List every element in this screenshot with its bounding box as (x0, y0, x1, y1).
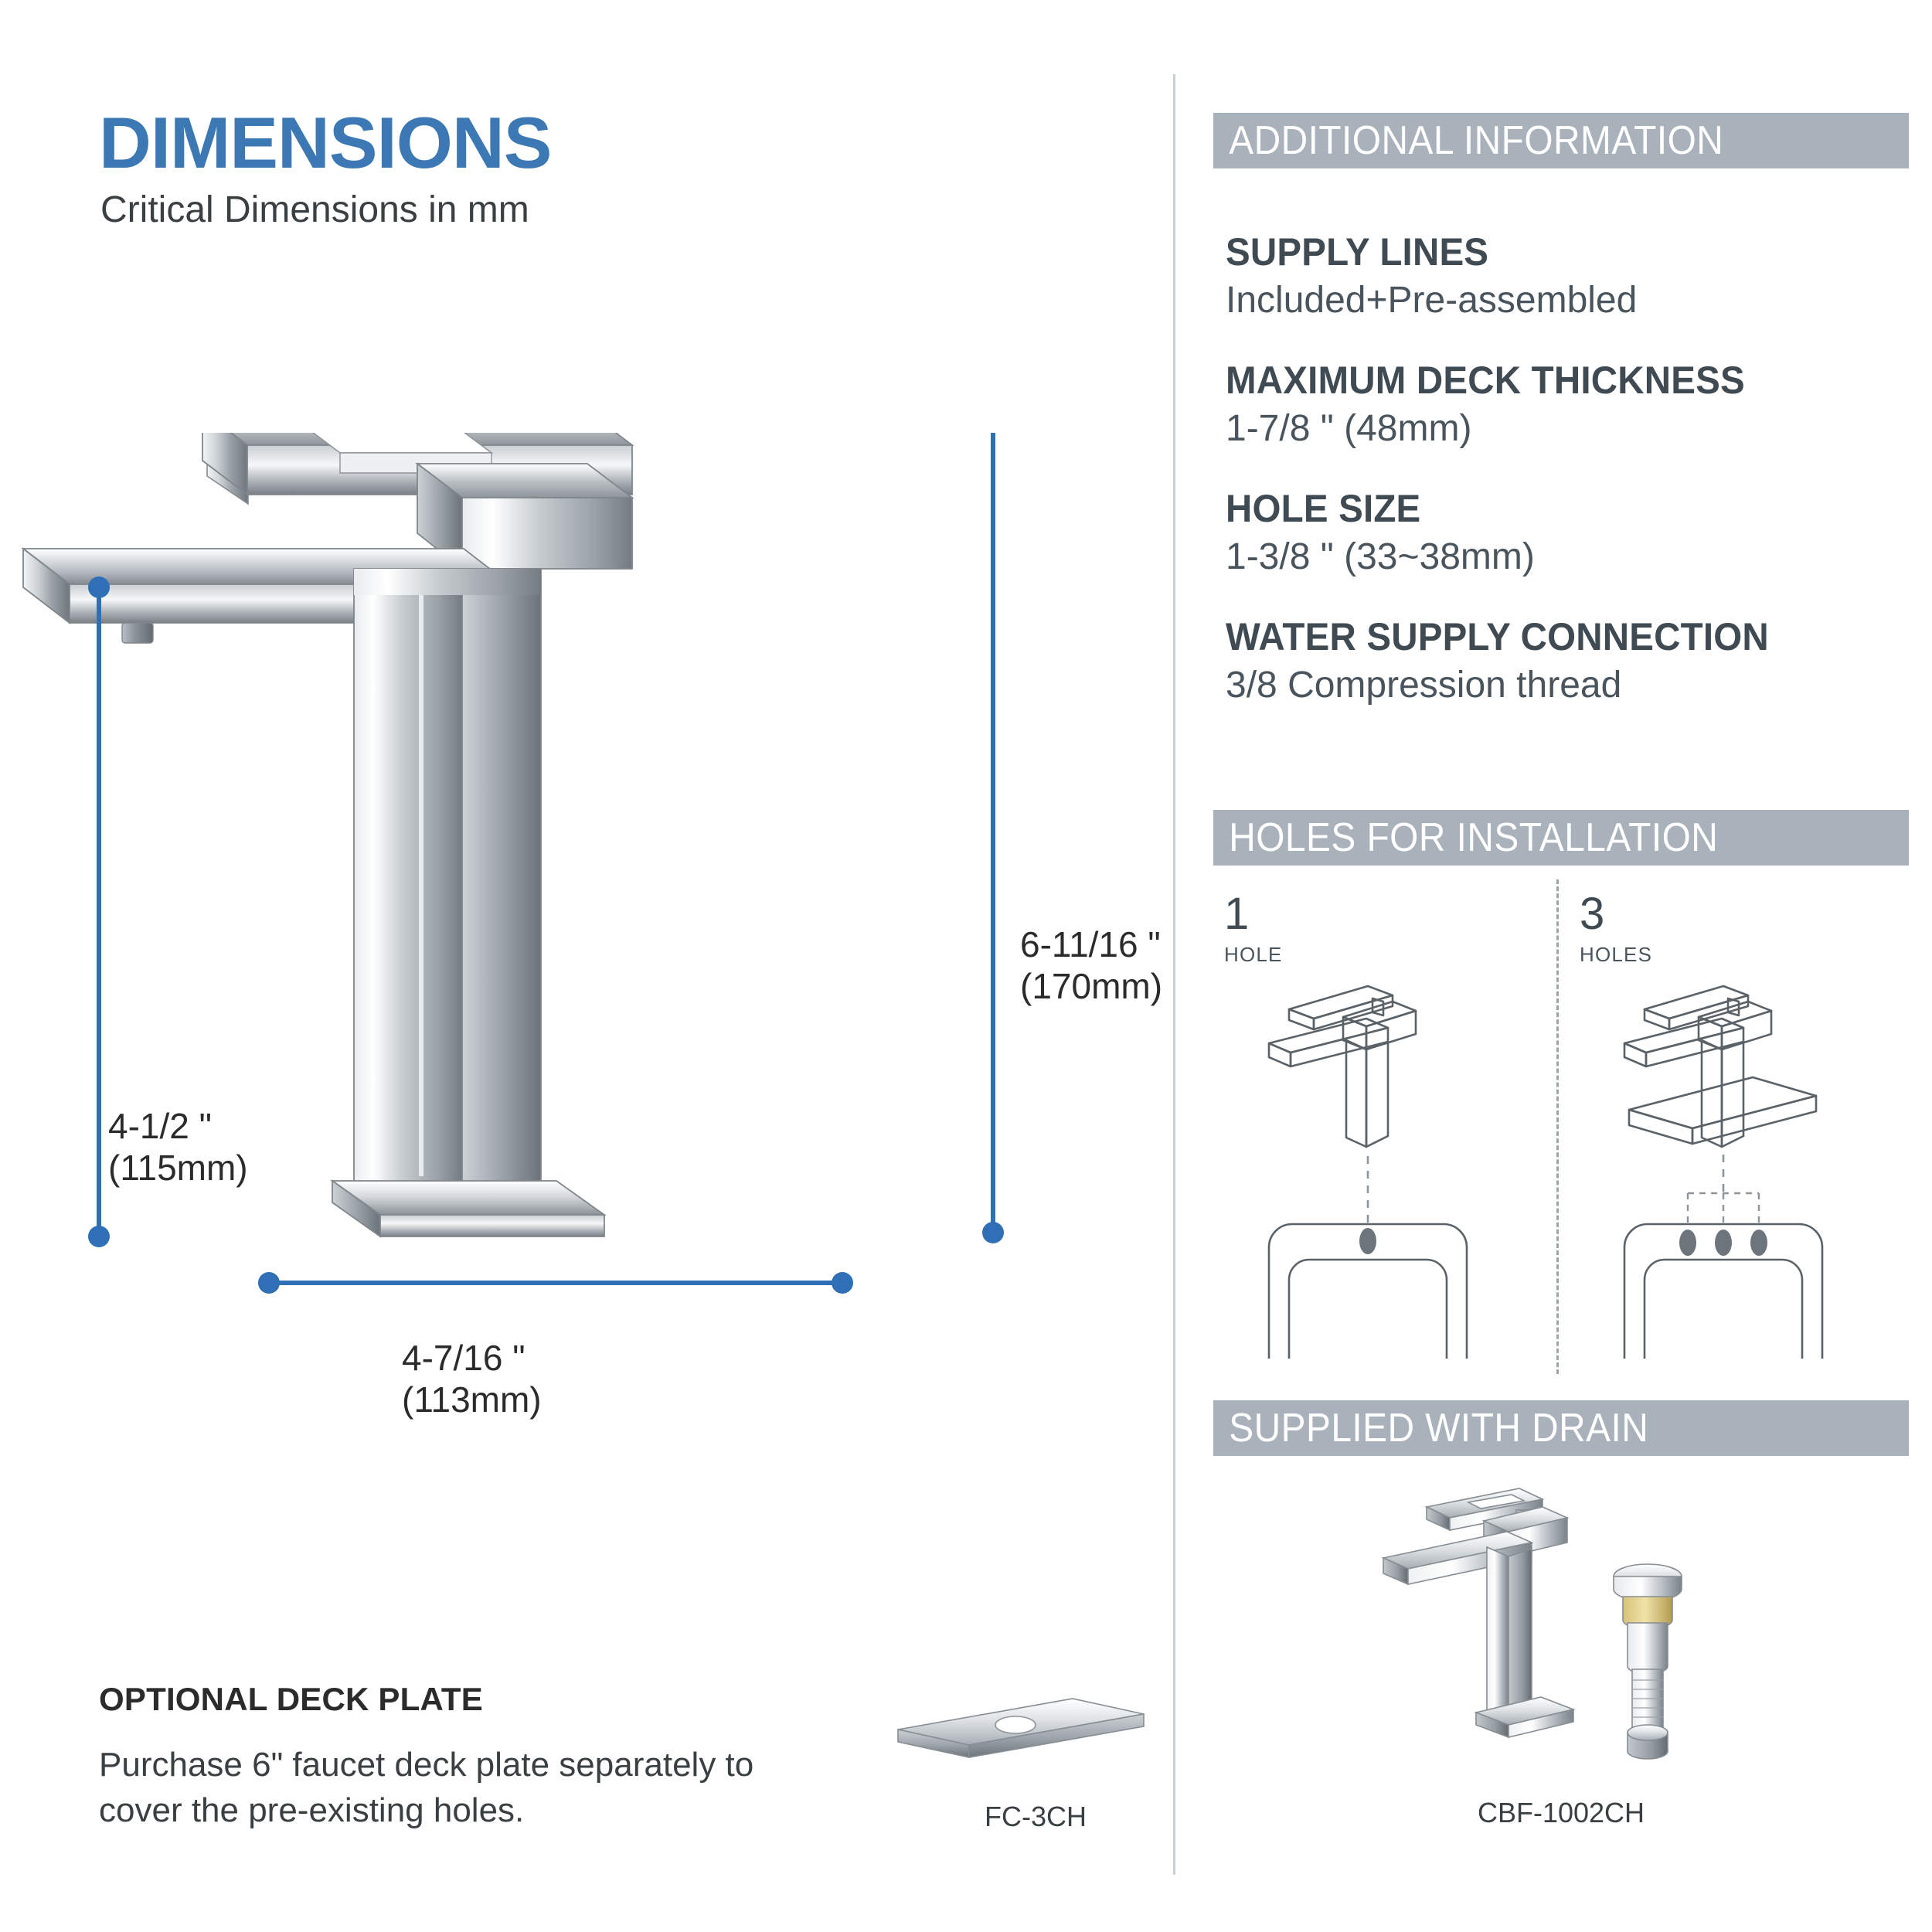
spec-item-water-supply-connection: WATER SUPPLY CONNECTION 3/8 Compression … (1226, 617, 1921, 708)
dimension-depth-metric: (115mm) (108, 1148, 248, 1189)
hole-word: HOLE (1224, 943, 1283, 966)
section-header-supplied-with-drain: SUPPLIED WITH DRAIN (1213, 1400, 1909, 1456)
spec-item-supply-lines: SUPPLY LINES Included+Pre-assembled (1226, 232, 1921, 323)
deck-plate-illustration (897, 1698, 1145, 1758)
spec-value: 1-7/8 " (48mm) (1226, 408, 1472, 449)
spec-term: HOLE SIZE (1226, 487, 1421, 530)
dimension-label-depth: 4-1/2 " (115mm) (108, 1105, 248, 1189)
section-header-label: ADDITIONAL INFORMATION (1229, 118, 1724, 163)
spec-value: Included+Pre-assembled (1226, 280, 1638, 321)
faucet-body (21, 433, 634, 1238)
spec-item-max-deck-thickness: MAXIMUM DECK THICKNESS 1-7/8 " (48mm) (1226, 360, 1921, 451)
spec-term: WATER SUPPLY CONNECTION (1226, 615, 1769, 658)
deck-plate-description: Purchase 6" faucet deck plate separately… (99, 1746, 754, 1829)
dimension-depth-imperial: 4-1/2 " (108, 1106, 212, 1146)
hole-count: 1 (1224, 889, 1250, 939)
hole-option-1: 1 HOLE (1213, 887, 1546, 1366)
dimension-label-height: 6-11/16 " (170mm) (1020, 923, 1162, 1008)
section-header-label: SUPPLIED WITH DRAIN (1229, 1406, 1649, 1451)
drain-product-code: CBF-1002CH (1477, 1797, 1645, 1828)
dimension-label-width: 4-7/16 " (113mm) (402, 1337, 542, 1421)
information-panel: ADDITIONAL INFORMATION SUPPLY LINES Incl… (1213, 0, 1932, 1932)
dimension-arrows (88, 433, 1004, 1294)
holes-installation-diagrams: 1 HOLE (1213, 879, 1909, 1374)
dimension-width-imperial: 4-7/16 " (402, 1338, 526, 1378)
section-header-additional-information: ADDITIONAL INFORMATION (1213, 113, 1909, 168)
spec-value: 3/8 Compression thread (1226, 665, 1622, 706)
spec-term: SUPPLY LINES (1226, 230, 1489, 274)
deck-plate-product-code: FC-3CH (985, 1801, 1087, 1832)
page-title: DIMENSIONS (99, 102, 552, 183)
hole-word: HOLES (1580, 943, 1653, 966)
pop-up-drain (1613, 1563, 1682, 1760)
dimensions-panel: DIMENSIONS Critical Dimensions in mm (0, 102, 1175, 1832)
dimension-height-metric: (170mm) (1020, 966, 1163, 1007)
single-hole-diagram-icon (1267, 985, 1468, 1359)
dimension-height-imperial: 6-11/16 " (1020, 924, 1161, 964)
section-header-label: HOLES FOR INSTALLATION (1229, 815, 1719, 860)
hole-count: 3 (1580, 889, 1605, 939)
faucet-drawing-svg (21, 433, 1004, 1294)
panel-divider (1173, 74, 1175, 1875)
faucet-with-drain-illustration (1381, 1488, 1682, 1760)
dimension-width-metric: (113mm) (402, 1379, 542, 1420)
deck-plate-title: OPTIONAL DECK PLATE (99, 1681, 483, 1717)
drain-product-illustration: CBF-1002CH (1213, 1484, 1909, 1886)
hole-option-3: 3 HOLES (1569, 887, 1901, 1366)
page-subtitle: Critical Dimensions in mm (100, 189, 529, 230)
faucet-dimension-drawing (0, 433, 1175, 1515)
three-hole-diagram-icon (1623, 985, 1824, 1359)
section-header-holes-for-installation: HOLES FOR INSTALLATION (1213, 810, 1909, 866)
spec-value: 1-3/8 " (33~38mm) (1226, 536, 1535, 577)
holes-divider (1556, 879, 1559, 1374)
spec-item-hole-size: HOLE SIZE 1-3/8 " (33~38mm) (1226, 488, 1921, 580)
spec-term: MAXIMUM DECK THICKNESS (1226, 359, 1745, 402)
